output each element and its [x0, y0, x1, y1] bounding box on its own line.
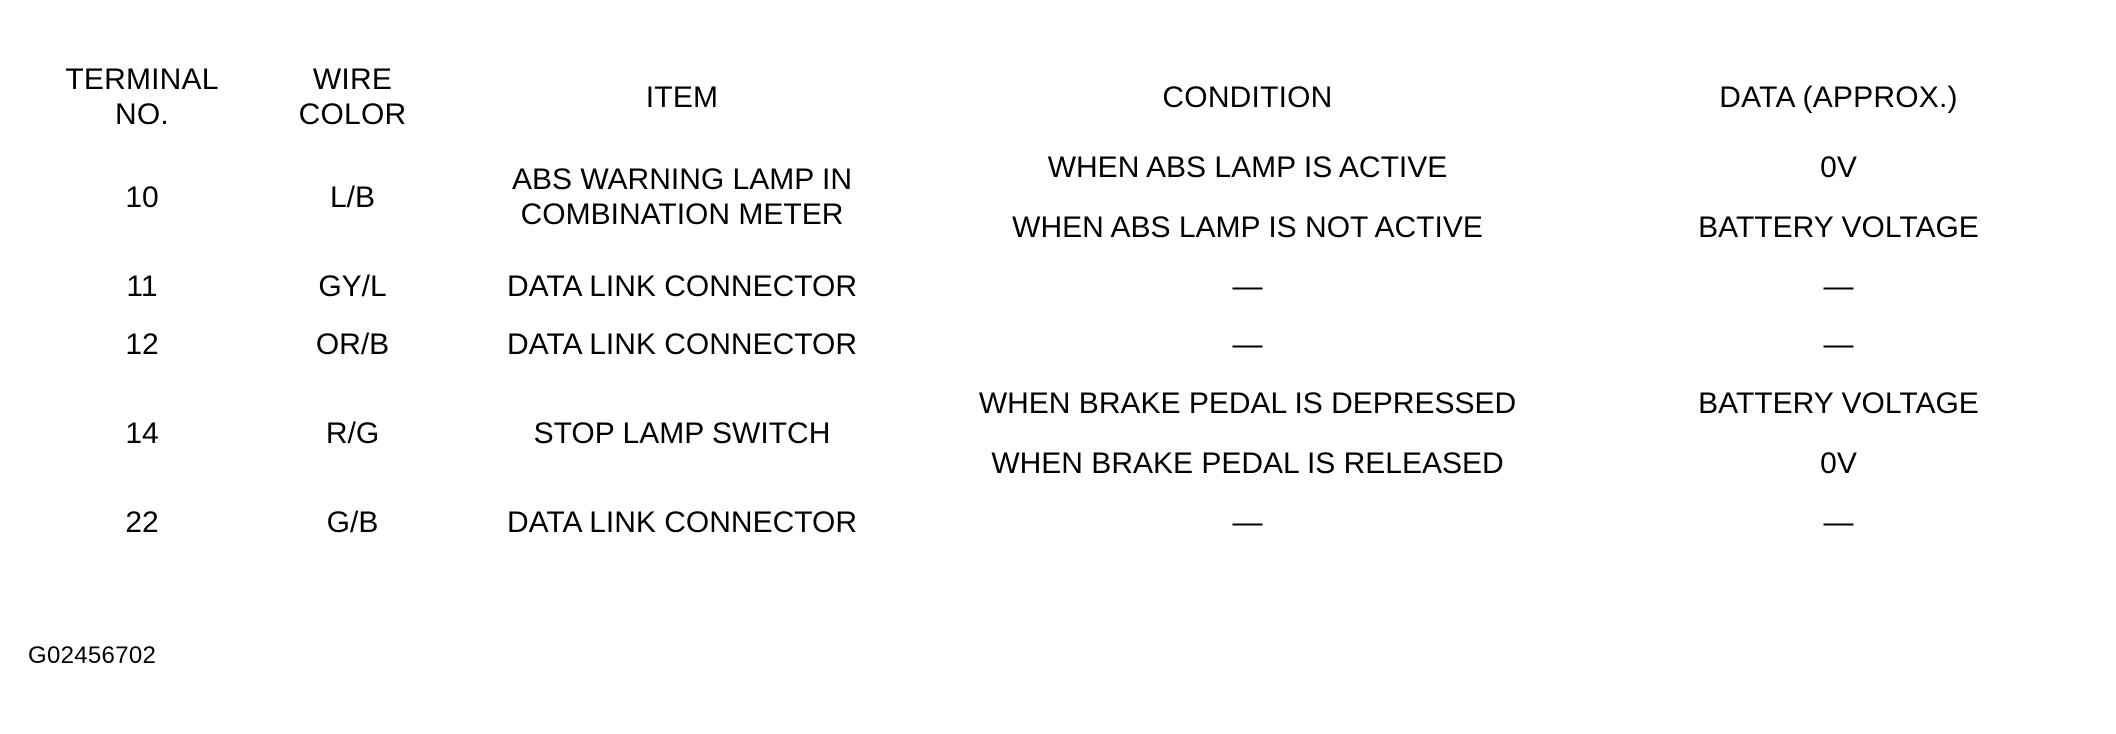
cell-condition: WHEN BRAKE PEDAL IS DEPRESSED [978, 386, 1517, 420]
table-row: WHEN ABS LAMP IS NOT ACTIVE BATTERY VOLT… [35, 198, 2090, 258]
cell-condition-dash: — [1232, 505, 1263, 539]
cell-condition: — [908, 258, 1587, 316]
column-header-wire-color-line-2: COLOR [298, 98, 407, 131]
cell-item: DATA LINK CONNECTOR [456, 494, 908, 552]
cell-item-line-1: STOP LAMP SWITCH [533, 416, 831, 450]
table-row: 10 L/B ABS WARNING LAMP IN COMBINATION M… [35, 138, 2090, 231]
cell-data-dash: — [1823, 505, 1854, 539]
cell-data: BATTERY VOLTAGE [1698, 386, 1979, 420]
column-header-data-approx-line-1: DATA (APPROX.) [1719, 80, 1958, 114]
cell-item: DATA LINK CONNECTOR [456, 258, 908, 316]
cell-terminal-no: 14 [125, 416, 159, 450]
cell-item-line-1: DATA LINK CONNECTOR [506, 269, 858, 303]
cell-item: STOP LAMP SWITCH [456, 374, 908, 494]
cell-data-dash: — [1823, 327, 1854, 361]
header-row: TERMINAL NO. WIRE COLOR ITEM CONDITION D [35, 58, 2090, 138]
cell-condition: WHEN ABS LAMP IS NOT ACTIVE [1012, 210, 1483, 244]
cell-data: — [1587, 316, 2090, 374]
column-header-wire-color-line-1: WIRE [312, 63, 393, 97]
table-body: 10 L/B ABS WARNING LAMP IN COMBINATION M… [35, 138, 2090, 552]
terminal-data-table: TERMINAL NO. WIRE COLOR ITEM CONDITION D [35, 58, 2090, 552]
cell-terminal-no: 12 [125, 327, 159, 361]
column-header-data-approx: DATA (APPROX.) [1587, 58, 2090, 138]
cell-condition: WHEN BRAKE PEDAL IS RELEASED [991, 446, 1504, 480]
column-header-terminal-no-line-2: NO. [115, 98, 169, 131]
cell-wire-color: L/B [329, 180, 376, 214]
terminal-data-table-container: TERMINAL NO. WIRE COLOR ITEM CONDITION D [35, 58, 2090, 552]
cell-wire-color: G/B [326, 505, 379, 539]
cell-data: — [1587, 494, 2090, 552]
cell-item: DATA LINK CONNECTOR [456, 316, 908, 374]
column-header-terminal-no: TERMINAL NO. [35, 58, 249, 138]
cell-item-line-1: DATA LINK CONNECTOR [506, 327, 858, 361]
cell-wire-color: GY/L [318, 269, 387, 303]
cell-terminal-no: 22 [125, 505, 159, 539]
cell-item-line-1: ABS WARNING LAMP IN [511, 163, 853, 197]
column-header-item-line-1: ITEM [645, 80, 719, 114]
table-row: 22 G/B DATA LINK CONNECTOR — — [35, 494, 2090, 552]
column-header-wire-color: WIRE COLOR [249, 58, 456, 138]
cell-data: — [1587, 258, 2090, 316]
cell-terminal-no: 10 [125, 180, 159, 214]
cell-condition: WHEN ABS LAMP IS ACTIVE [1047, 150, 1448, 184]
cell-condition: — [908, 316, 1587, 374]
table-header: TERMINAL NO. WIRE COLOR ITEM CONDITION D [35, 58, 2090, 138]
table-row: 12 OR/B DATA LINK CONNECTOR — — [35, 316, 2090, 374]
cell-condition-dash: — [1232, 269, 1263, 303]
column-header-terminal-no-line-1: TERMINAL [65, 63, 219, 97]
cell-data: 0V [1820, 446, 1857, 480]
table-row: WHEN BRAKE PEDAL IS RELEASED 0V [35, 434, 2090, 494]
cell-condition-dash: — [1232, 327, 1263, 361]
table-row: 14 R/G STOP LAMP SWITCH WHEN BRAKE PEDAL… [35, 374, 2090, 450]
table-row: 11 GY/L DATA LINK CONNECTOR — — [35, 258, 2090, 316]
figure-code: G02456702 [28, 642, 157, 669]
column-header-item: ITEM [456, 58, 908, 138]
cell-item-line-2: COMBINATION METER [520, 198, 844, 231]
column-header-condition: CONDITION [908, 58, 1587, 138]
cell-item-line-1: DATA LINK CONNECTOR [506, 505, 858, 539]
cell-wire-color: OR/B [315, 327, 390, 361]
cell-data: 0V [1820, 150, 1857, 184]
cell-condition: — [908, 494, 1587, 552]
column-header-condition-line-1: CONDITION [1162, 80, 1333, 114]
cell-item: ABS WARNING LAMP IN COMBINATION METER [456, 138, 908, 258]
cell-terminal-no: 11 [126, 269, 158, 303]
cell-data-dash: — [1823, 269, 1854, 303]
cell-data: BATTERY VOLTAGE [1698, 210, 1979, 244]
cell-wire-color: R/G [325, 416, 380, 450]
